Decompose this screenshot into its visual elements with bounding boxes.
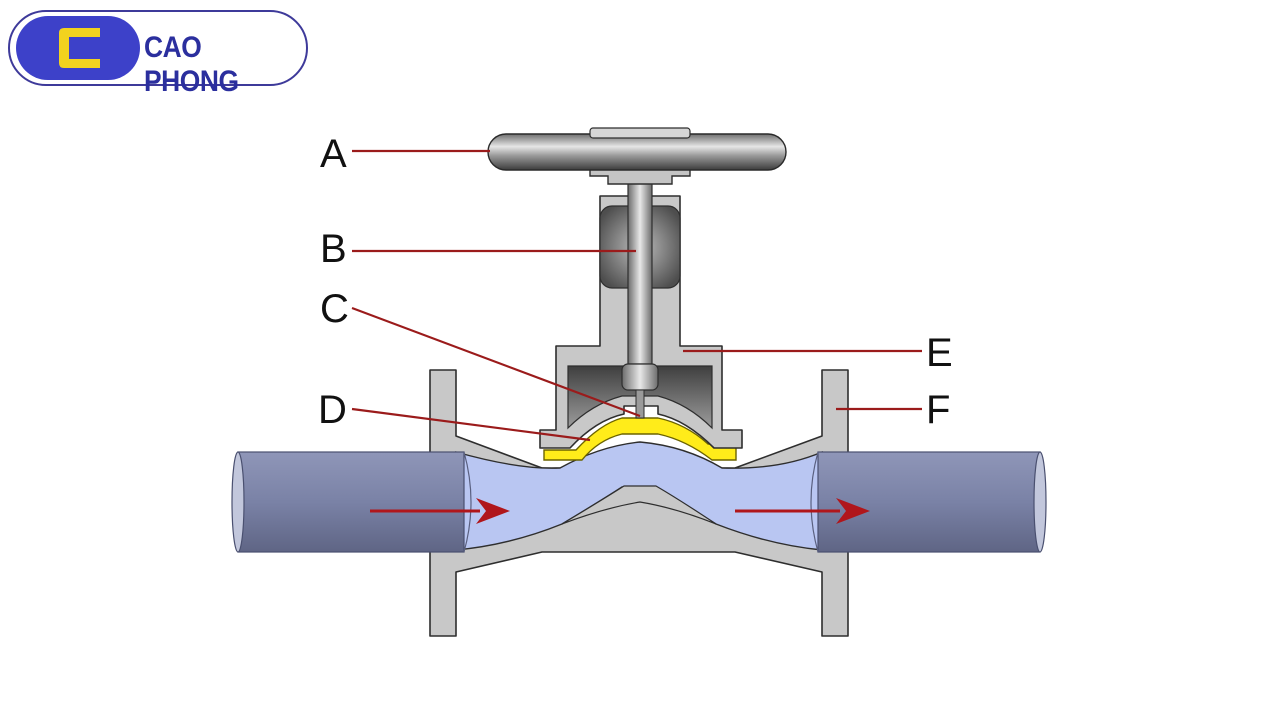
label-a: A bbox=[320, 132, 347, 176]
brand-logo: CAO PHONG bbox=[8, 10, 308, 98]
logo-emblem bbox=[16, 16, 140, 80]
brand-name: CAO PHONG bbox=[144, 31, 239, 98]
label-c: C bbox=[320, 287, 349, 331]
inlet-pipe bbox=[231, 451, 472, 553]
label-d: D bbox=[318, 388, 347, 432]
valve-body bbox=[429, 369, 849, 637]
leader-lines bbox=[351, 149, 922, 442]
weir bbox=[561, 485, 717, 525]
flow-arrow-inlet bbox=[370, 498, 510, 524]
flow-arrow-outlet bbox=[735, 498, 870, 524]
valve-stem bbox=[621, 177, 659, 419]
leader-line-d bbox=[351, 407, 591, 442]
leader-line-c bbox=[351, 306, 641, 418]
diaphragm bbox=[543, 417, 737, 461]
label-b: B bbox=[320, 227, 347, 271]
label-e: E bbox=[926, 331, 953, 375]
outlet-pipe bbox=[810, 451, 1047, 553]
label-f: F bbox=[926, 388, 950, 432]
handwheel bbox=[487, 127, 787, 185]
letter-c-logo-icon bbox=[59, 28, 100, 68]
